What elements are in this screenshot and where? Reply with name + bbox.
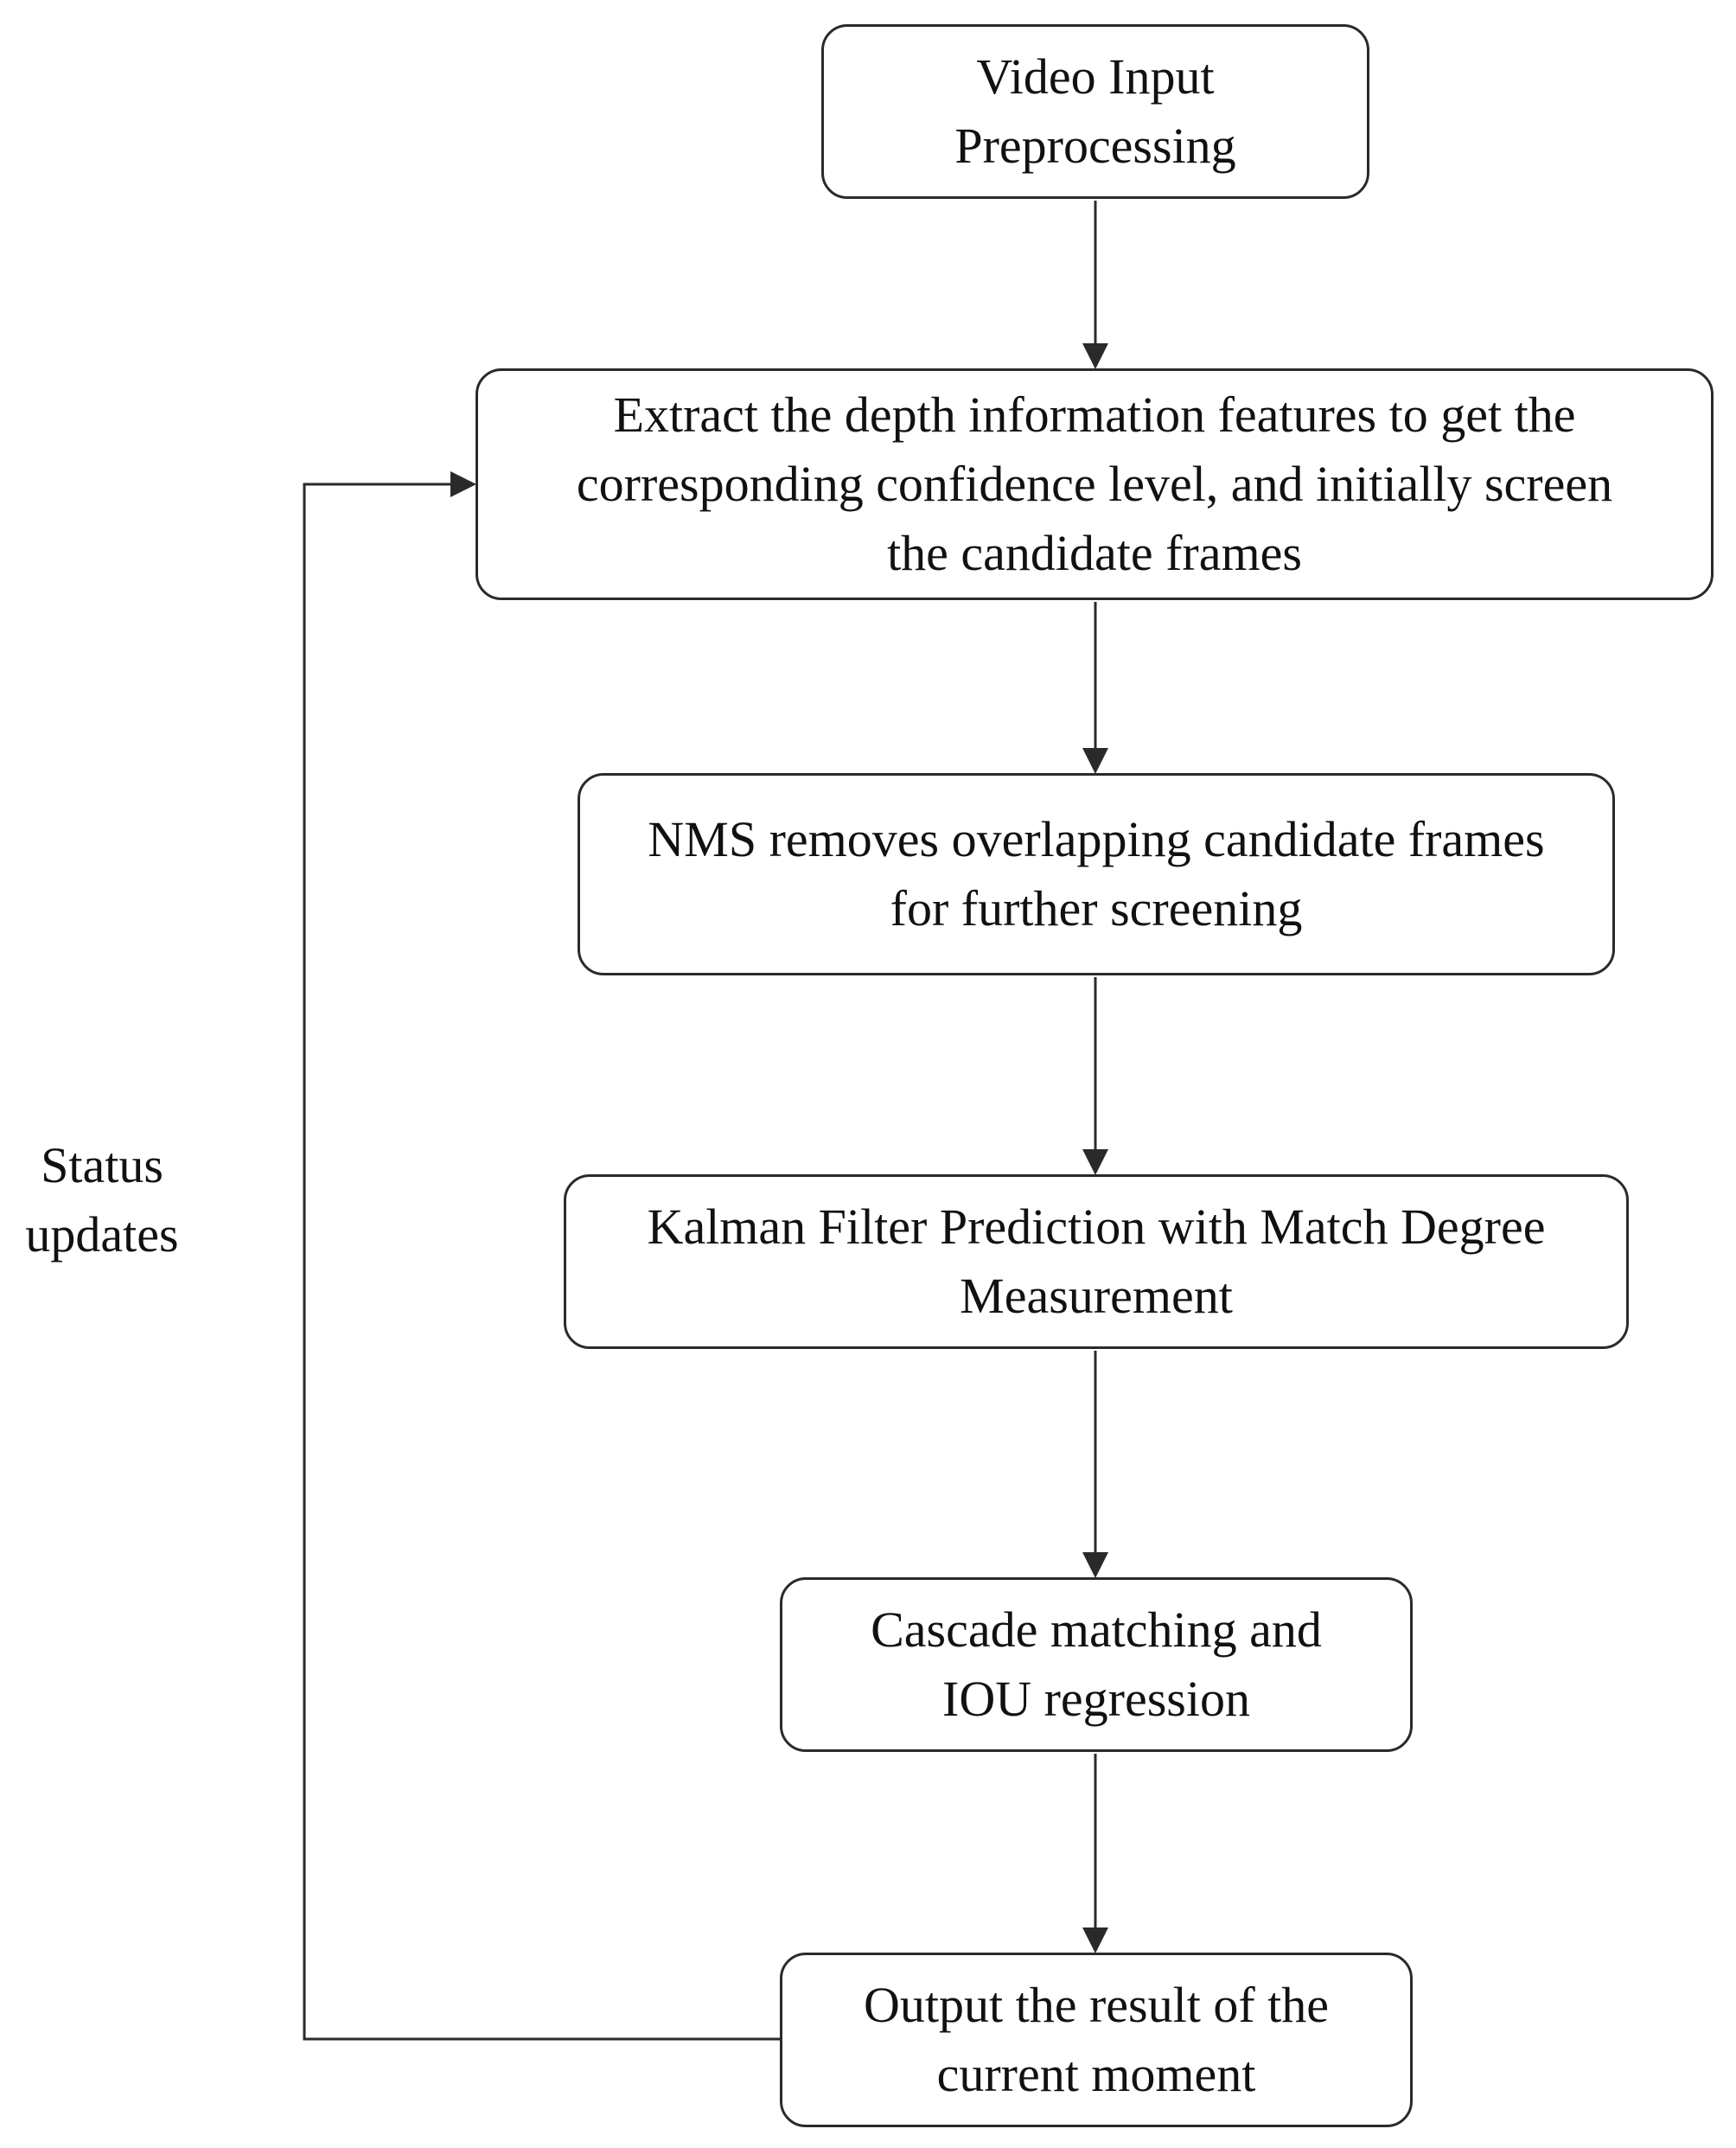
feedback-loop-arrow [303,471,780,2041]
step-video-input-label: Video Input Preprocessing [954,48,1236,174]
step-extract-features-label: Extract the depth information features t… [576,387,1613,581]
step-nms-label: NMS removes overlapping candidate frames… [648,811,1545,937]
feedback-label: Status updates [25,1137,179,1263]
step-cascade-matching: Cascade matching and IOU regression [780,1577,1413,1752]
step-kalman-filter-label: Kalman Filter Prediction with Match Degr… [647,1199,1546,1324]
step-cascade-matching-label: Cascade matching and IOU regression [871,1601,1322,1727]
step-output-result: Output the result of the current moment [780,1953,1413,2127]
step-extract-features: Extract the depth information features t… [475,368,1714,600]
step-kalman-filter: Kalman Filter Prediction with Match Degr… [564,1174,1629,1349]
step-video-input: Video Input Preprocessing [821,24,1369,199]
step-output-result-label: Output the result of the current moment [863,1977,1329,2102]
step-nms: NMS removes overlapping candidate frames… [578,773,1615,975]
